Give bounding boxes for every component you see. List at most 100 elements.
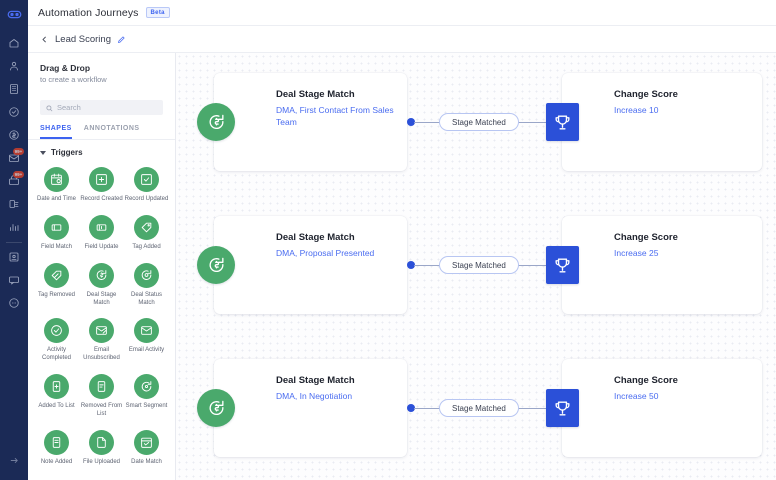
shape-item[interactable]: Note Added (34, 426, 79, 472)
panel-header: Drag & Drop to create a workflow (28, 53, 175, 92)
shape-item[interactable]: Email Unsubscribed (79, 314, 124, 368)
collapse-arrow-icon[interactable] (0, 455, 28, 466)
shape-item[interactable]: Date Match (124, 426, 169, 472)
action-subtitle: Increase 50 (614, 391, 659, 401)
shape-item[interactable]: Field Match (34, 211, 79, 257)
more-dots-icon (8, 297, 20, 309)
shape-item[interactable]: Removed From List (79, 370, 124, 424)
shape-label: Field Match (40, 243, 72, 250)
chat-icon (8, 274, 20, 286)
documents-icon (8, 251, 20, 263)
shape-label: Record Updated (124, 196, 169, 202)
chevron-left-icon[interactable] (40, 35, 49, 44)
action-title: Change Score (614, 89, 678, 100)
shape-item[interactable]: Date and Time (34, 163, 79, 209)
connector-label-pill[interactable]: Stage Matched (439, 256, 519, 274)
shape-item[interactable]: File Uploaded (79, 426, 124, 472)
shape-item[interactable]: Tag Added (124, 211, 169, 257)
rail-item-deals[interactable] (0, 124, 28, 146)
connector-source-dot[interactable] (407, 404, 415, 412)
shape-item[interactable]: Deal Status Match (124, 259, 169, 313)
shape-item[interactable]: Activity Completed (34, 314, 79, 368)
email-unsub-icon (89, 318, 114, 344)
deal-stage-icon (197, 389, 235, 427)
deal-status-icon (134, 262, 159, 288)
connector-source-dot[interactable] (407, 261, 415, 269)
check-circle-icon (44, 318, 69, 344)
rail-item-chat[interactable] (0, 269, 28, 291)
record-plus-icon (89, 167, 114, 192)
drag-drop-subtitle: to create a workflow (40, 75, 107, 84)
field-update-icon (89, 214, 114, 240)
rail-item-campaign-mail[interactable]: 99+ (0, 170, 28, 192)
rail-item-contacts[interactable] (0, 55, 28, 77)
action-title: Change Score (614, 375, 678, 386)
email-icon (134, 318, 159, 344)
email-inbox-icon (8, 152, 20, 164)
shape-item[interactable]: Record Created (79, 163, 124, 209)
search-icon (46, 99, 53, 117)
shape-item[interactable]: Added To List (34, 370, 79, 424)
shape-item[interactable]: Field Update (79, 211, 124, 257)
link-logo-icon[interactable] (0, 0, 28, 28)
rail-item-tasks-check[interactable] (0, 101, 28, 123)
list-add-icon (44, 374, 69, 400)
connector[interactable]: Stage Matched (407, 256, 562, 274)
smart-segment-icon (134, 374, 159, 400)
connector-label-pill[interactable]: Stage Matched (439, 113, 519, 131)
action-title: Change Score (614, 232, 678, 243)
chevron-down-icon (40, 150, 46, 155)
connector-label-pill[interactable]: Stage Matched (439, 399, 519, 417)
shape-label: Tag Removed (37, 291, 76, 298)
rail-item-home[interactable] (0, 32, 28, 54)
drag-drop-title: Drag & Drop (40, 63, 91, 73)
connector-source-dot[interactable] (407, 118, 415, 126)
connector-label: Stage Matched (452, 260, 506, 270)
list-remove-icon (89, 374, 114, 400)
shape-item[interactable]: Deal Stage Match (79, 259, 124, 313)
shape-item[interactable]: Tag Removed (34, 259, 79, 313)
shape-label: Field Update (84, 243, 119, 250)
action-subtitle: Increase 25 (614, 248, 659, 258)
deal-stage-icon (197, 246, 235, 284)
search-input[interactable] (57, 103, 157, 112)
tab-shapes[interactable]: SHAPES (40, 125, 72, 139)
connector[interactable]: Stage Matched (407, 113, 562, 131)
shape-label: Removed From List (80, 403, 123, 418)
trigger-title: Deal Stage Match (276, 232, 355, 243)
shape-item[interactable]: Record Updated (124, 163, 169, 209)
rail-item-grid-apps[interactable] (0, 78, 28, 100)
rail-item-reports-bar-chart[interactable] (0, 216, 28, 238)
reports-bar-chart-icon (8, 221, 20, 233)
shape-item[interactable]: Email Activity (124, 314, 169, 368)
rail-item-documents[interactable] (0, 246, 28, 268)
content-area: Drag & Drop to create a workflow SHAPES … (28, 53, 776, 480)
shape-label: Tag Added (132, 243, 161, 250)
tab-annotations[interactable]: ANNOTATIONS (83, 125, 140, 132)
rail-item-email-inbox[interactable]: 99+ (0, 147, 28, 169)
search-box[interactable] (40, 100, 163, 115)
connector[interactable]: Stage Matched (407, 399, 562, 417)
page-title: Automation Journeys (38, 6, 139, 19)
rail-item-automation[interactable] (0, 193, 28, 215)
shape-label: File Uploaded (82, 459, 121, 466)
shape-item[interactable]: Smart Segment (124, 370, 169, 424)
trophy-icon (546, 103, 579, 141)
triggers-group-header[interactable]: Triggers (28, 140, 175, 161)
rail-item-more-dots[interactable] (0, 292, 28, 314)
journey-name: Lead Scoring (55, 33, 111, 45)
top-bar: Automation Journeys Beta (28, 0, 776, 26)
pencil-edit-icon[interactable] (117, 35, 126, 44)
